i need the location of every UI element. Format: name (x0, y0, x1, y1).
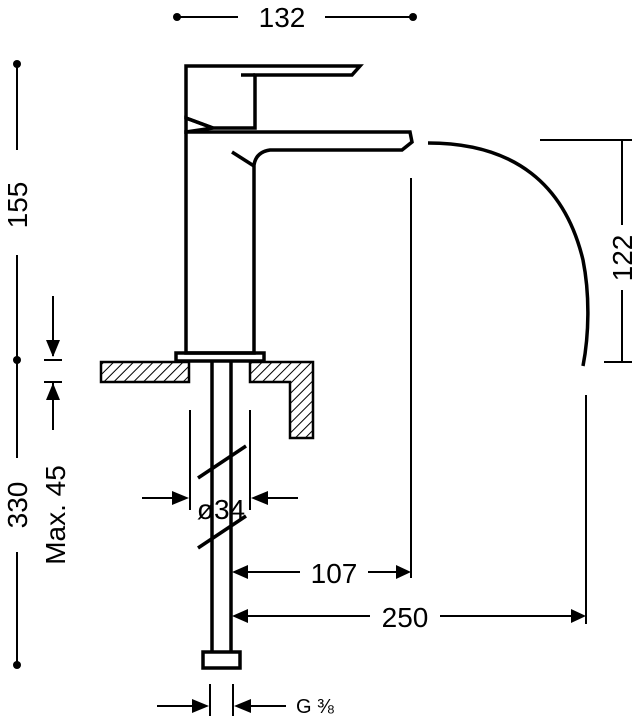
dimension-height-155: 155 (2, 60, 33, 364)
dimension-label-122: 122 (607, 235, 638, 282)
dimension-width-132: 132 (173, 2, 417, 33)
faucet-body (174, 64, 414, 363)
countertop-section (99, 360, 315, 440)
dimension-spout-height-122: 122 (540, 139, 638, 363)
base-flange (174, 351, 266, 363)
dimension-label-max-45: Max. 45 (40, 465, 71, 565)
dimension-label-diameter: ø34 (197, 494, 245, 525)
dimension-reach-107: 107 (232, 178, 412, 589)
water-stream (427, 141, 590, 367)
dimension-label-thread: G ⅜ (296, 696, 334, 718)
dimension-label-250: 250 (382, 602, 429, 633)
dimension-thread: G ⅜ (157, 684, 334, 718)
supply-hoses (197, 362, 247, 670)
spout-body (184, 130, 414, 355)
dimension-label-330: 330 (2, 482, 33, 529)
dimension-label-155: 155 (2, 182, 33, 229)
dimension-label-107: 107 (311, 558, 358, 589)
connector-nut (201, 650, 242, 670)
dimension-label-132: 132 (259, 2, 306, 33)
dimension-diameter-34: ø34 (142, 410, 298, 525)
dimension-max-thickness: Max. 45 (40, 296, 71, 565)
lever-handle (184, 64, 364, 130)
dimension-reach-250: 250 (232, 395, 587, 633)
dimension-height-330: 330 (2, 360, 33, 669)
